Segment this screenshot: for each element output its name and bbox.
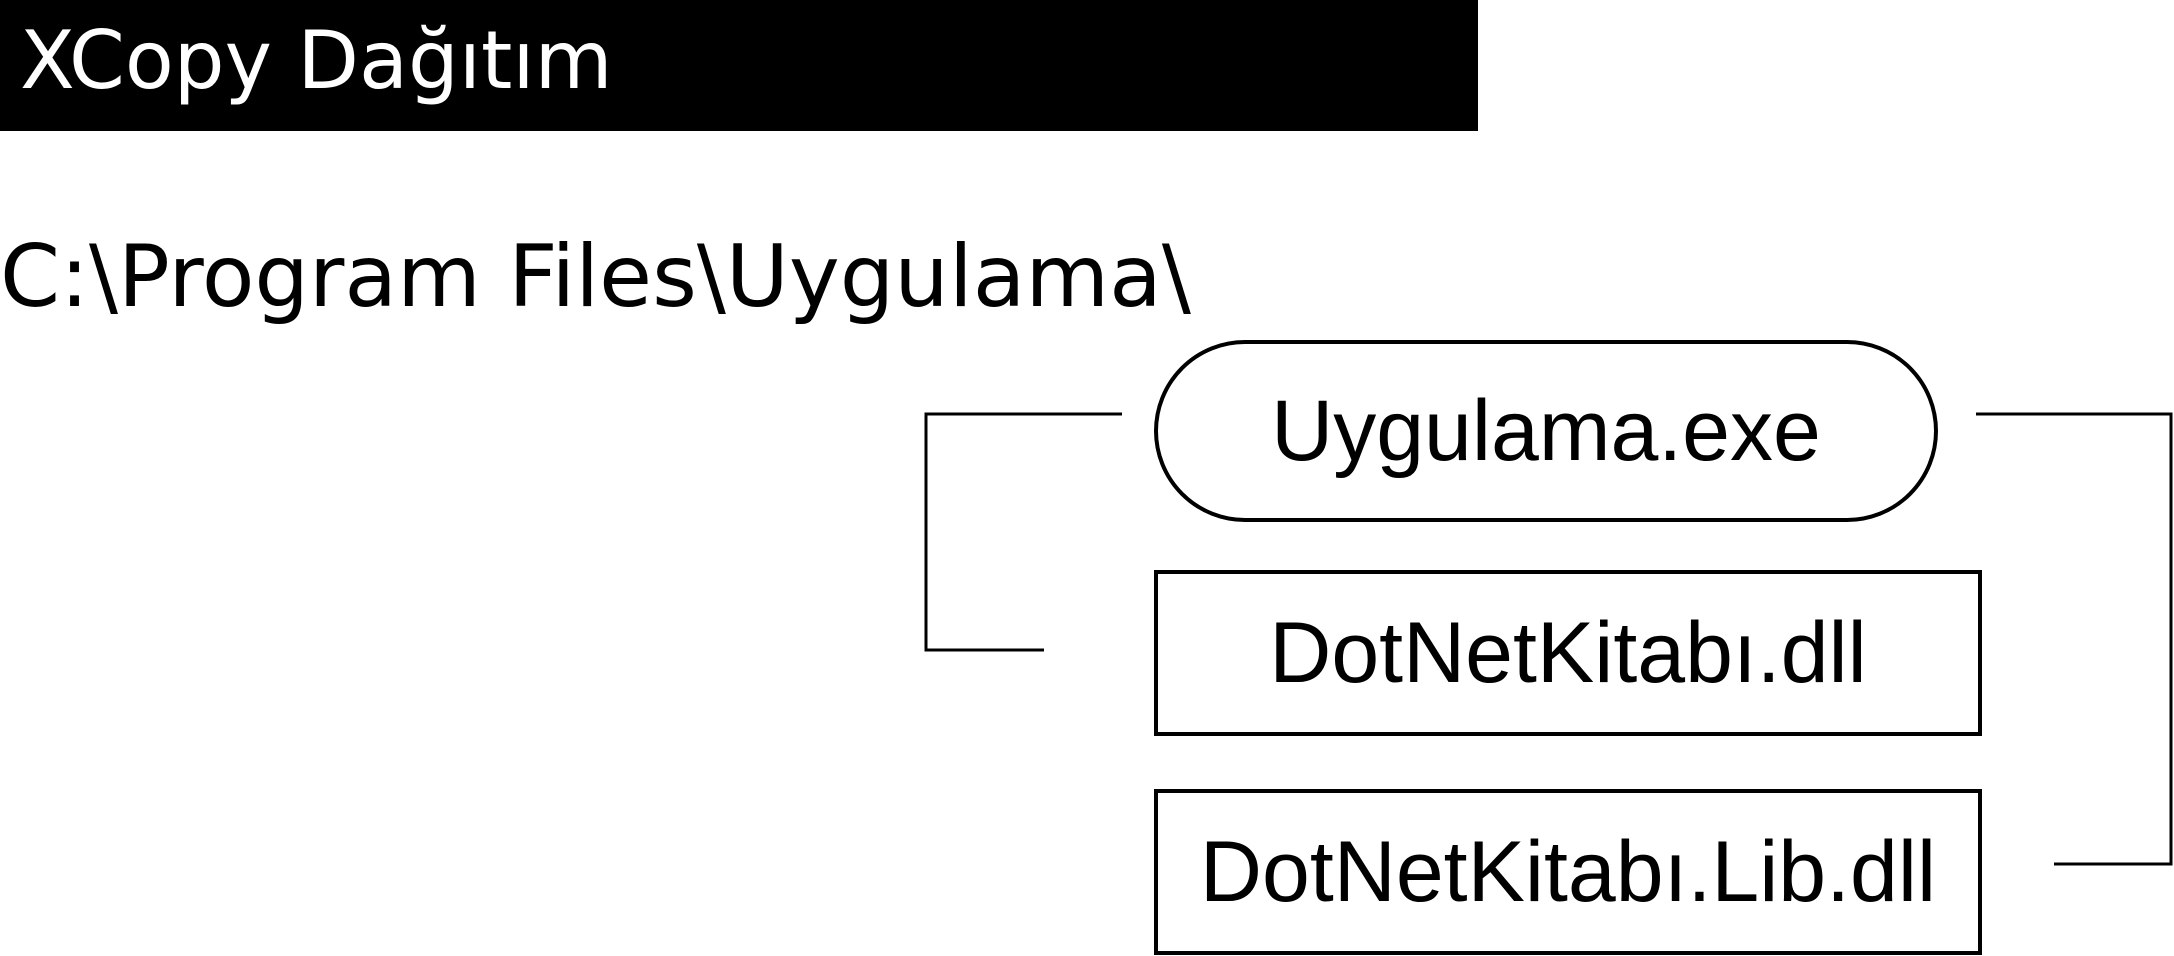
file-label-exe: Uygulama.exe [1271,382,1821,479]
file-node-dll: DotNetKitabı.dll [1154,570,1982,736]
file-node-lib-dll: DotNetKitabı.Lib.dll [1154,789,1982,955]
file-label-lib-dll: DotNetKitabı.Lib.dll [1199,823,1937,920]
file-label-dll: DotNetKitabı.dll [1269,604,1867,701]
file-node-exe: Uygulama.exe [1154,340,1938,522]
install-path: C:\Program Files\Uygulama\ [0,227,1191,327]
right-bracket-connector [1976,412,2173,866]
page-title: XCopy Dağıtım [20,14,613,107]
title-bar: XCopy Dağıtım [0,0,1478,131]
left-bracket-connector [924,412,1122,652]
